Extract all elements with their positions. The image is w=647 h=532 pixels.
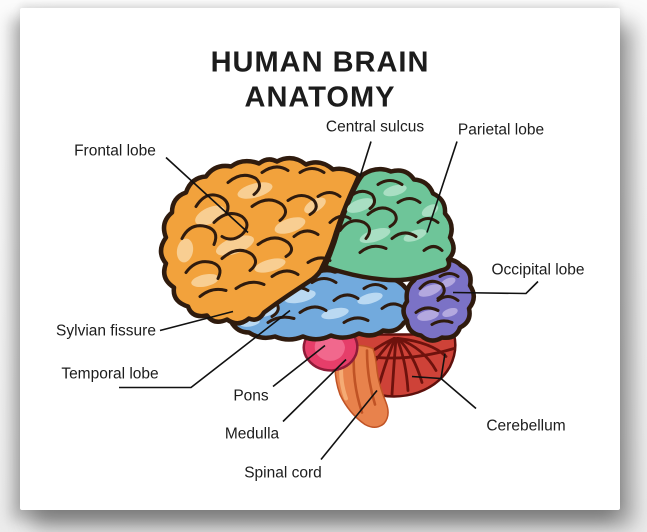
sylvian-leader-line [159, 310, 234, 332]
label-occipital-lobe: Occipital lobe [491, 262, 584, 279]
gyrus-highlight [357, 292, 383, 305]
cerebellum-rib [397, 337, 448, 358]
gyrus-highlight [440, 277, 456, 288]
gyrus-highlight [383, 184, 407, 197]
cerebellum-rib [390, 337, 398, 396]
gyrus-highlight [176, 238, 194, 263]
poster-title: HUMAN BRAIN ANATOMY [211, 47, 430, 114]
label-sylvian-fissure: Sylvian fissure [56, 323, 156, 340]
diagram-card: HUMAN BRAIN ANATOMY [20, 8, 620, 510]
gyrus-line [226, 173, 261, 196]
gyrus-highlight [237, 182, 273, 199]
label-frontal-lobe: Frontal lobe [74, 143, 156, 160]
gyrus-line [342, 316, 370, 324]
pons-leader-line [272, 344, 326, 388]
spinal-ridge [365, 349, 377, 406]
gyrus-line [306, 256, 332, 264]
gyrus-line [310, 277, 338, 284]
label-pons: Pons [233, 388, 269, 405]
gyrus-line [436, 295, 460, 302]
gyrus-line [270, 269, 300, 278]
label-medulla: Medulla [225, 426, 280, 443]
gyrus-line [260, 165, 290, 174]
gyrus-line [346, 189, 377, 210]
gyrus-line [358, 244, 388, 254]
gyrus-line [414, 306, 440, 314]
gyrus-line [184, 260, 222, 280]
gyrus-line [234, 280, 266, 290]
label-temporal-lobe: Temporal lobe [61, 366, 158, 383]
gyrus-line [316, 191, 342, 198]
central-sulcus-leader-line [359, 141, 372, 177]
gyrus-line [418, 279, 446, 300]
temporal-leader-line [119, 309, 291, 389]
cerebellum-rib [395, 337, 410, 392]
title-line-2: ANATOMY [245, 82, 396, 114]
label-central-sulcus: Central sulcus [326, 119, 424, 136]
leader-lines [119, 141, 539, 461]
gyrus-line [250, 198, 287, 222]
frontal-leader-line [165, 156, 249, 234]
gyrus-line [220, 248, 257, 272]
gyrus-line [380, 302, 404, 310]
gyrus-highlight [442, 307, 458, 318]
pons-highlight [314, 335, 345, 361]
gyrus-line [198, 287, 228, 298]
gyrus-line [180, 224, 218, 246]
frontal-lobe-shape [158, 155, 362, 326]
gyrus-highlight [417, 310, 439, 321]
gyrus-highlight [274, 217, 306, 234]
gyrus-line [416, 217, 440, 224]
gyrus-highlight [321, 307, 349, 320]
gyrus-line [422, 245, 444, 252]
medulla-leader-line [282, 358, 347, 423]
occipital-lobe-shape [401, 257, 476, 343]
label-parietal-lobe: Parietal lobe [458, 122, 544, 139]
gyrus-line [396, 197, 422, 204]
gyrus-highlight [421, 204, 439, 217]
parietal-lobe-shape [322, 166, 456, 283]
gyrus-line [376, 179, 404, 186]
occipital-gyri [414, 272, 460, 326]
gyrus-line [286, 194, 318, 216]
gyrus-line [298, 167, 326, 174]
title-line-1: HUMAN BRAIN [211, 47, 430, 79]
gyrus-line [194, 193, 230, 216]
gyrus-highlight [216, 235, 254, 256]
occipital-leader-line [452, 280, 539, 295]
parietal-leader-line [426, 141, 458, 233]
temporal-gyri [250, 277, 404, 324]
gyrus-line [430, 319, 454, 326]
gyrus-line [338, 219, 371, 240]
gyrus-highlight [346, 198, 374, 213]
gyrus-line [362, 283, 388, 290]
gyrus-highlight [418, 284, 442, 297]
spinal-cord-leader-line [320, 389, 378, 461]
frontal-gyri [180, 165, 352, 298]
gyrus-highlight [254, 258, 286, 273]
gyrus-line [390, 231, 418, 240]
cerebellum-leader-line [440, 377, 477, 410]
gyrus-highlight [359, 227, 391, 244]
parietal-gyri [338, 179, 444, 254]
brain-diagram-svg: HUMAN BRAIN ANATOMY [56, 47, 584, 482]
gyrus-line [328, 214, 352, 224]
gyrus-line [438, 272, 460, 278]
label-cerebellum: Cerebellum [486, 418, 565, 435]
gyrus-line [366, 206, 398, 228]
label-spinal-cord: Spinal cord [244, 465, 322, 482]
gyrus-line [298, 305, 328, 314]
gyrus-line [256, 236, 293, 258]
gyrus-line [292, 229, 320, 238]
gyrus-highlight [191, 273, 219, 288]
occipital-highlights [417, 277, 458, 321]
gyrus-line [332, 293, 360, 302]
labels: Frontal lobe Central sulcus Parietal lob… [56, 119, 584, 482]
